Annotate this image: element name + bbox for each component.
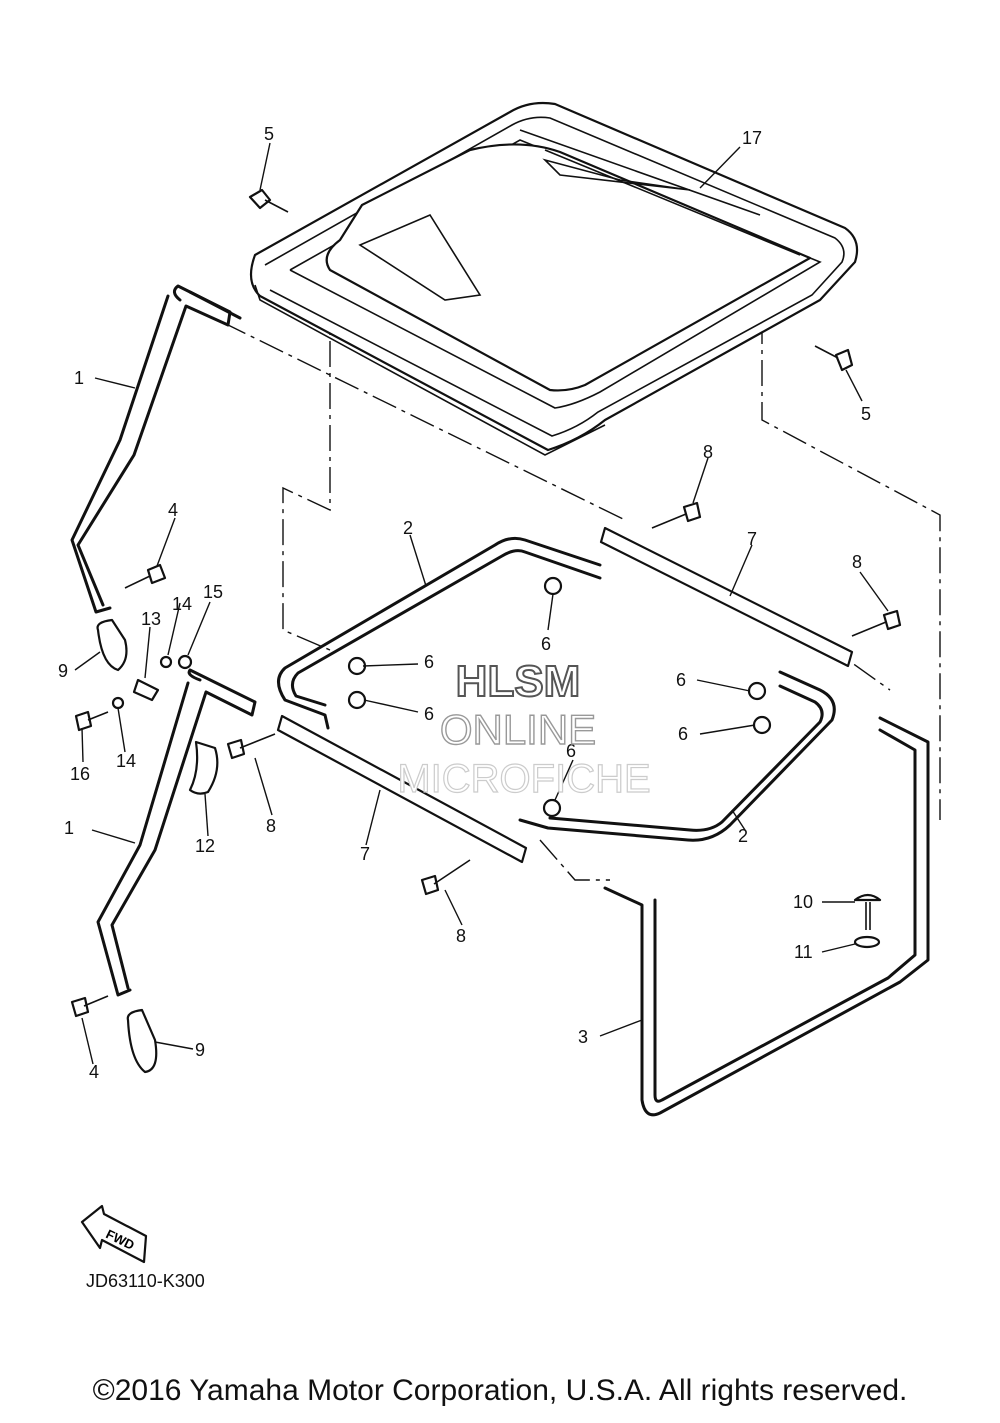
callout-5: 5 [264,124,274,144]
callout-8: 8 [456,926,466,946]
bolt-part-5-lower [814,345,854,372]
callout-6: 6 [424,704,434,724]
watermark-line-3: MICROFICHE [397,757,650,801]
callout-7: 7 [360,844,370,864]
callout-6: 6 [678,724,688,744]
nut-part-6-group [347,576,772,818]
callout-9: 9 [58,661,68,681]
copyright-notice: ©2016 Yamaha Motor Corporation, U.S.A. A… [92,1374,908,1407]
nut-part-15 [177,654,193,670]
diagram-code: JD63110-K300 [86,1271,205,1291]
bolt-part-4-lower [70,995,109,1018]
callout-14: 14 [116,751,136,771]
bracket-part-13 [132,678,160,702]
callout-2: 2 [738,826,748,846]
callout-16: 16 [70,764,90,784]
watermark-line-2: ONLINE [440,706,596,753]
callout-17: 17 [742,128,762,148]
callout-5: 5 [861,404,871,424]
rear-frame-part-3 [603,716,930,1117]
bolt-part-4-upper [124,563,167,589]
grip-part-9-upper [96,618,128,672]
callout-14: 14 [172,594,192,614]
roof-top-part-17 [249,101,859,456]
callout-6: 6 [676,670,686,690]
fwd-arrow-icon: FWD [80,1204,148,1264]
callout-8: 8 [703,442,713,462]
callout-6: 6 [541,634,551,654]
grip-part-9-lower [126,1008,158,1074]
bolt-part-8-b [851,609,902,637]
callout-7: 7 [747,529,757,549]
callout-8: 8 [852,552,862,572]
callout-labels: 5 17 1 5 8 4 2 7 8 15 14 13 6 6 9 6 6 6 … [58,124,871,1082]
watermark-line-1: HLSM [456,657,581,706]
callout-11: 11 [794,942,813,962]
washer-part-14 [111,655,173,710]
upper-frame-part-2 [277,536,836,842]
watermark: HLSM ONLINE MICROFICHE [397,656,652,802]
callout-4: 4 [89,1062,99,1082]
callout-15: 15 [203,582,223,602]
callout-8: 8 [266,816,276,836]
callout-12: 12 [195,836,215,856]
callout-2: 2 [403,518,413,538]
bolt-part-8-c [226,733,276,760]
bolt-part-8-a [651,501,702,529]
cross-bar-part-7-upper [599,526,854,668]
callout-1: 1 [74,368,84,388]
washer-part-11 [853,935,881,949]
callout-6: 6 [566,741,576,761]
cross-bar-part-7-lower [276,714,528,864]
callout-10: 10 [793,892,813,912]
callout-6: 6 [424,652,434,672]
callout-1: 1 [64,818,74,838]
front-pillar-part-1-upper [70,284,242,614]
bolt-part-5-upper [248,188,289,213]
bolt-part-8-d [420,859,471,896]
screw-part-10 [853,893,882,930]
callout-13: 13 [141,609,161,629]
callout-3: 3 [578,1027,588,1047]
callout-9: 9 [195,1040,205,1060]
bolt-part-16 [74,710,109,732]
front-pillar-part-1-lower [96,668,257,997]
bracket-part-12 [188,740,219,795]
callout-4: 4 [168,500,178,520]
leader-lines [74,142,889,1065]
